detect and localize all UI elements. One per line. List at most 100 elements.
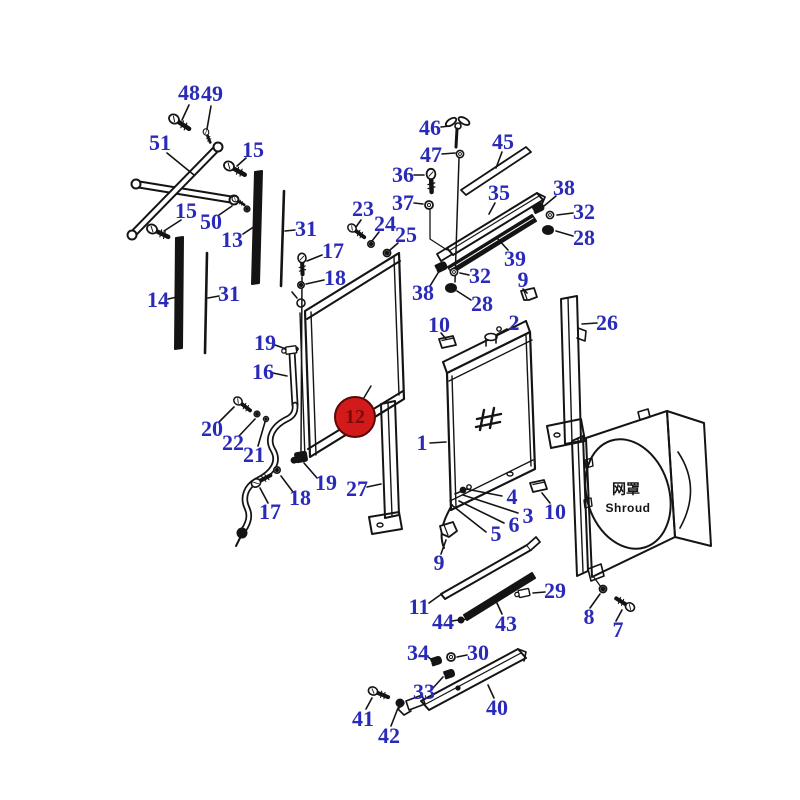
leader-line-49	[206, 105, 212, 130]
part-label-7: 7	[612, 617, 624, 642]
leader-line-51	[166, 152, 195, 176]
leader-line-28b	[555, 230, 574, 237]
part-label-14: 14	[147, 287, 169, 312]
leader-line-17b	[259, 487, 269, 504]
part-label-48: 48	[178, 80, 200, 105]
part-label-41: 41	[352, 706, 374, 731]
part-label-11: 11	[408, 594, 430, 619]
radiator-1	[442, 320, 537, 512]
part-label-16: 16	[252, 359, 274, 384]
leader-line-10b	[541, 492, 551, 504]
leader-line-11	[428, 592, 444, 604]
leader-line-30	[456, 654, 468, 658]
part-label-10b: 10	[544, 499, 566, 524]
part-label-31b: 31	[218, 281, 240, 306]
highlighted-part-12-badge: 12	[334, 396, 376, 438]
part-label-43: 43	[495, 611, 517, 636]
part-label-25: 25	[395, 222, 417, 247]
part-label-50: 50	[200, 209, 222, 234]
top-bar-45	[460, 146, 532, 196]
leader-line-43	[495, 600, 503, 615]
part-label-22: 22	[222, 430, 244, 455]
part-label-9a: 9	[517, 267, 529, 292]
leader-line-16	[272, 372, 288, 377]
part-label-47: 47	[420, 142, 442, 167]
part-label-32b: 32	[573, 199, 595, 224]
leader-line-9b	[440, 539, 447, 555]
leader-line-23	[355, 219, 362, 228]
leader-line-18b	[280, 475, 294, 493]
part-label-37: 37	[392, 190, 414, 215]
part-label-42: 42	[378, 723, 400, 748]
part-label-46: 46	[419, 115, 441, 140]
leader-line-38b	[543, 195, 557, 207]
part-label-45: 45	[492, 129, 514, 154]
part-label-29: 29	[544, 578, 566, 603]
oil-cooler-12	[291, 251, 406, 460]
part-label-39: 39	[504, 246, 526, 271]
leader-line-18a	[305, 279, 325, 285]
leader-line-40	[487, 684, 495, 699]
part-label-49: 49	[201, 81, 223, 106]
part-label-24: 24	[374, 211, 396, 236]
part-label-18a: 18	[324, 265, 346, 290]
part-label-4: 4	[506, 484, 518, 509]
part-label-36: 36	[392, 162, 414, 187]
stud-47	[429, 157, 460, 283]
part-label-19a: 19	[254, 330, 276, 355]
nut-42	[395, 698, 405, 708]
leader-line-8	[589, 593, 601, 609]
leader-line-32b	[556, 212, 574, 216]
highlighted-part-12-text: 12	[345, 405, 365, 428]
leader-line-2	[495, 328, 508, 336]
core-hash-mark	[474, 406, 503, 432]
wing-bolt-46	[444, 116, 471, 149]
part-label-28a: 28	[471, 291, 493, 316]
part-label-20: 20	[201, 416, 223, 441]
shroud-label-en: Shroud	[605, 501, 651, 515]
leader-line-20	[218, 406, 235, 423]
leader-line-14	[167, 296, 178, 300]
leader-line-17a	[306, 254, 323, 262]
shroud-label-cn: 网罩	[612, 481, 640, 497]
part-label-15a: 15	[242, 137, 264, 162]
part-label-44: 44	[432, 609, 454, 634]
leader-line-4	[465, 488, 503, 497]
leader-line-1	[429, 441, 447, 444]
filler-neck-2	[484, 326, 502, 347]
part-label-15b: 15	[175, 198, 197, 223]
leader-line-21	[257, 421, 266, 447]
part-label-19b: 19	[315, 470, 337, 495]
leader-line-25	[389, 242, 399, 251]
leader-line-50	[218, 205, 233, 216]
leader-line-15a	[236, 157, 247, 167]
leader-line-24	[371, 231, 380, 242]
part-label-26: 26	[596, 310, 618, 335]
channel-bar-35	[436, 192, 546, 262]
part-label-5: 5	[490, 521, 502, 546]
leader-line-39	[496, 237, 509, 251]
part-label-13: 13	[221, 227, 243, 252]
leader-line-38a	[429, 272, 439, 287]
part-label-17b: 17	[259, 499, 281, 524]
part-label-30: 30	[467, 640, 489, 665]
part-label-33: 33	[413, 679, 435, 704]
leader-line-5	[452, 505, 487, 533]
leader-line-32a	[459, 272, 470, 276]
part-label-6: 6	[508, 512, 520, 537]
crossed-rods-51	[126, 141, 240, 241]
part-label-38b: 38	[553, 175, 575, 200]
leader-line-10a	[440, 332, 447, 340]
leader-line-13	[242, 225, 256, 235]
leader-line-26	[581, 322, 598, 325]
part-label-9b: 9	[433, 550, 445, 575]
leader-line-37	[413, 202, 424, 205]
leader-line-46	[440, 125, 451, 128]
part-label-28b: 28	[573, 225, 595, 250]
part-label-32a: 32	[469, 263, 491, 288]
part-label-27: 27	[346, 476, 368, 501]
part-label-51: 51	[149, 130, 171, 155]
